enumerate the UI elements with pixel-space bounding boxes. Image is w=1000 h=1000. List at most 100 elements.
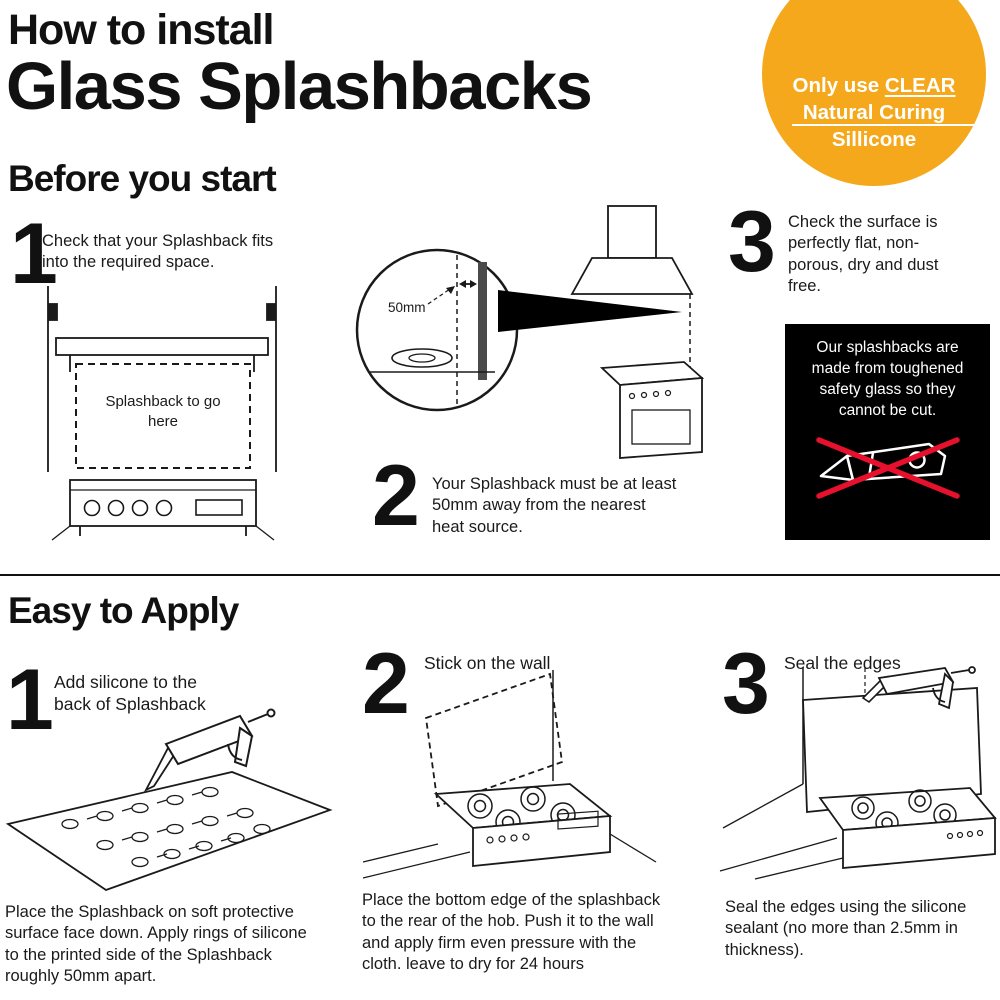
hob-display xyxy=(557,810,599,830)
step-number: 1 xyxy=(6,652,54,748)
hood-canopy xyxy=(570,257,694,295)
hob-control xyxy=(966,830,974,838)
gun-rod-hook xyxy=(266,708,276,718)
badge-emphasis: CLEAR xyxy=(884,74,956,97)
step-label: Add silicone to the back of Splashback xyxy=(54,672,206,714)
no-cutting-graphic xyxy=(815,436,960,499)
silicone-rings xyxy=(61,786,271,868)
step-number: 2 xyxy=(362,636,410,732)
hob-control xyxy=(976,829,984,837)
badge-text: Only use CLEAR Natural Curing Sillicone xyxy=(762,72,986,153)
hob-knob xyxy=(155,499,173,517)
counter-edge-right xyxy=(255,525,275,541)
hood-chimney xyxy=(607,205,657,259)
callout-wedge xyxy=(498,290,682,332)
measure-pointer-head xyxy=(446,286,455,294)
cooker-knob xyxy=(652,390,660,398)
splashback-here-label: Splashback to go here xyxy=(105,393,221,430)
cross-icon xyxy=(815,436,960,499)
hob-front xyxy=(69,479,257,527)
step-text: Place the bottom edge of the splashback … xyxy=(362,891,661,974)
knife-body xyxy=(845,442,946,481)
hob-control xyxy=(510,834,518,842)
diagram-apply-silicone xyxy=(5,708,333,892)
hob-front xyxy=(472,815,611,867)
floor-line xyxy=(722,783,804,829)
hob-unit xyxy=(818,787,997,869)
magnifier-circle xyxy=(355,248,519,412)
hob-knob xyxy=(83,499,101,517)
splashback-panel-dashed xyxy=(425,672,563,808)
step-label: Stick on the wall xyxy=(424,653,551,673)
splashback-panel xyxy=(802,687,982,813)
cooker-knob xyxy=(664,389,672,397)
badge-rule xyxy=(792,124,986,126)
step-text: Place the Splashback on soft protective … xyxy=(5,903,307,986)
gun-trigger xyxy=(227,743,243,761)
diagram-stick-wall xyxy=(362,670,657,879)
floor-line xyxy=(754,857,844,880)
cooker-knob xyxy=(640,391,648,399)
warning-no-cut-panel: Our splashbacks are made from toughened … xyxy=(785,324,990,540)
counter-edge-left xyxy=(51,525,71,541)
gun-trigger xyxy=(932,687,946,703)
diagram-seal-edges xyxy=(719,666,997,880)
step-text: Your Splashback must be at least 50mm aw… xyxy=(432,475,677,536)
hob-control xyxy=(522,833,530,841)
step-number: 3 xyxy=(728,194,776,290)
step-text: Check the surface is perfectly flat, non… xyxy=(788,213,939,296)
badge-line2: Natural Curing xyxy=(802,101,946,125)
diagram-heat-distance: 50mm xyxy=(355,205,705,459)
easy-to-apply-heading: Easy to Apply xyxy=(8,590,239,631)
section-divider xyxy=(0,574,1000,576)
caulk-gun-icon xyxy=(143,708,276,793)
hob-front xyxy=(842,817,996,869)
page-title-line2: Glass Splashbacks xyxy=(6,49,593,124)
gun-rod xyxy=(950,669,970,674)
caulk-gun-icon xyxy=(861,666,976,710)
measure-pointer-line xyxy=(427,288,451,305)
splashback-panel xyxy=(5,771,333,892)
diagram-fit-space xyxy=(47,286,277,541)
oven-door xyxy=(631,409,691,445)
floor-line xyxy=(362,843,439,863)
step-number: 3 xyxy=(722,636,770,732)
floor-line xyxy=(362,851,471,879)
burner-ellipse-inner xyxy=(408,353,436,363)
cooker-unit xyxy=(599,361,705,459)
badge-line3: Sillicone xyxy=(831,128,917,152)
page-title-line1: How to install xyxy=(8,6,274,54)
step-number: 2 xyxy=(372,448,420,544)
step-number: 1 xyxy=(10,206,58,302)
silicone-note-badge: Only use CLEAR Natural Curing Sillicone xyxy=(762,0,986,186)
badge-line1: Only use CLEAR xyxy=(792,74,956,97)
gun-rod-hook xyxy=(968,666,976,674)
floor-line xyxy=(609,833,657,863)
floor-line xyxy=(719,837,838,872)
bracket-right xyxy=(266,303,276,321)
hob-display xyxy=(195,499,243,516)
cooker-knob xyxy=(628,392,636,400)
measurement-label: 50mm xyxy=(388,300,426,315)
hob-unit xyxy=(51,479,275,541)
bracket-left xyxy=(48,303,58,321)
cooker-front xyxy=(619,377,703,459)
step-label: Seal the edges xyxy=(784,653,901,673)
hob-control xyxy=(956,831,964,839)
step-text: Seal the edges using the silicone sealan… xyxy=(725,898,967,959)
gun-handle xyxy=(233,726,254,768)
before-you-start-heading: Before you start xyxy=(8,158,277,199)
hob-knob xyxy=(107,499,125,517)
hob-control xyxy=(498,835,506,843)
hob-control xyxy=(946,832,954,840)
hob-control xyxy=(486,836,494,844)
splashback-dashed-outline xyxy=(75,363,251,469)
gap-arrowhead-left xyxy=(459,280,466,288)
cooker-hood-bar xyxy=(55,337,269,356)
gap-arrowhead-right xyxy=(470,280,477,288)
hob-unit xyxy=(433,783,613,867)
gun-handle xyxy=(937,672,954,710)
warning-text: Our splashbacks are made from toughened … xyxy=(811,339,964,419)
step-text: Check that your Splashback fits into the… xyxy=(42,232,274,272)
